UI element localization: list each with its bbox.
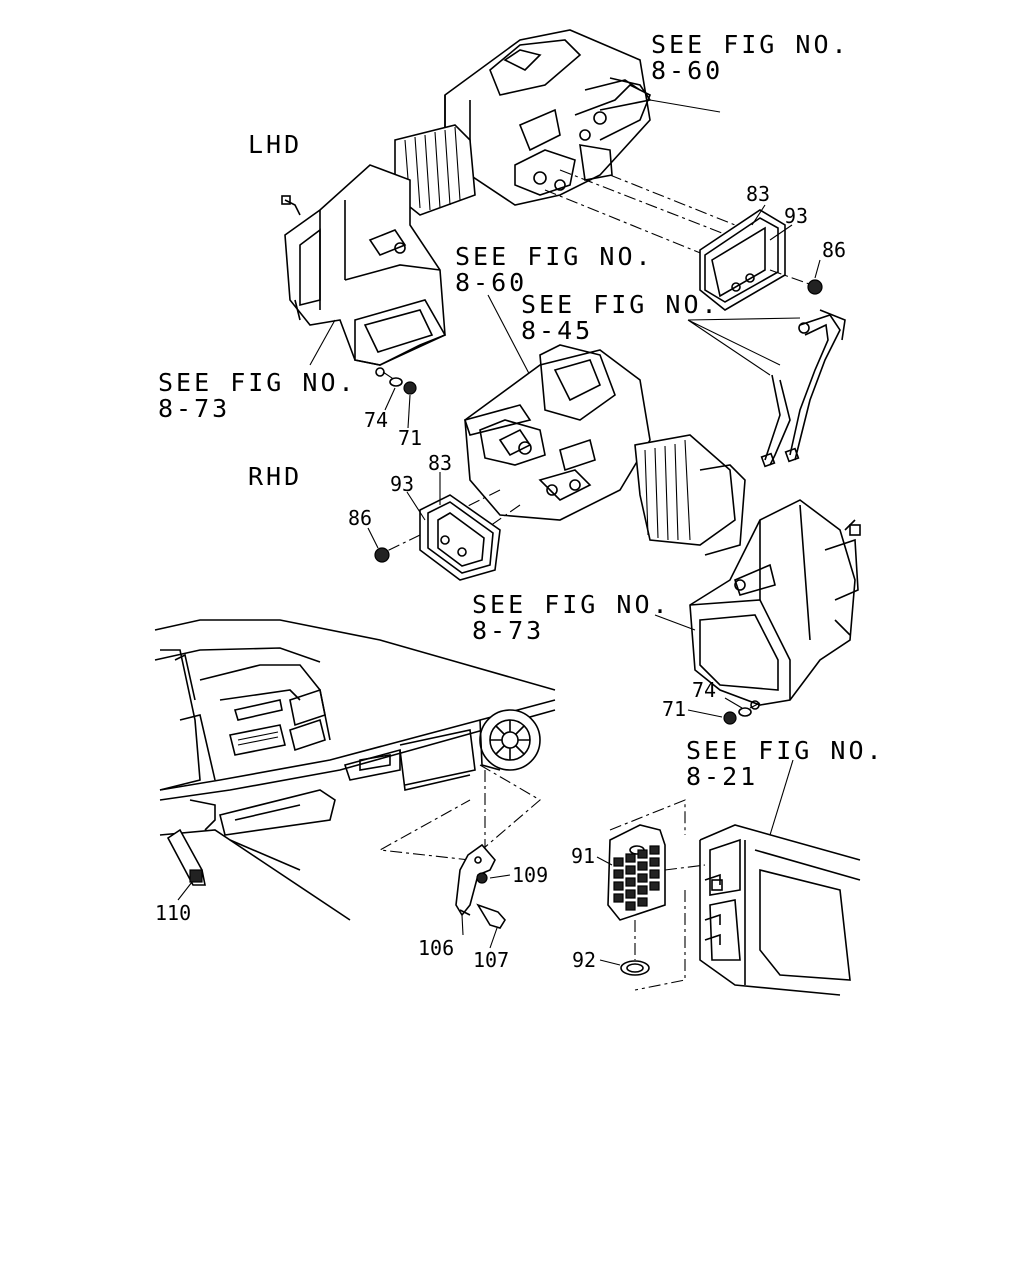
part-86-top: 86 xyxy=(822,238,847,262)
see-fig-ref-mid: 8-60 xyxy=(455,268,528,297)
lhd-blower-housing xyxy=(281,164,447,377)
see-fig-label-frame: SEE FIG NO. xyxy=(686,736,885,765)
see-fig-ref-right: 8-73 xyxy=(472,616,545,645)
part-92: 92 xyxy=(572,948,597,972)
see-fig-ref-frame: 8-21 xyxy=(686,762,759,791)
see-fig-label-mid: SEE FIG NO. xyxy=(455,242,654,271)
rhd-label: RHD xyxy=(248,462,303,491)
part-71-right: 71 xyxy=(662,697,687,721)
see-fig-ref-tubes: 8-45 xyxy=(521,316,594,345)
lhd-nut-washer xyxy=(382,371,417,395)
part-93-top: 93 xyxy=(784,204,809,228)
see-fig-ref-left: 8-73 xyxy=(158,394,231,423)
rhd-nut-washer xyxy=(723,702,761,725)
lhd-heater-unit xyxy=(394,29,761,266)
see-fig-label-tubes: SEE FIG NO. xyxy=(521,290,720,319)
part-71-left: 71 xyxy=(398,426,423,450)
instrument-panel xyxy=(154,619,556,921)
mount-bracket xyxy=(455,843,506,929)
part-83-mid: 83 xyxy=(428,451,453,475)
rhd-heater-unit xyxy=(439,344,746,556)
part-110-bracket xyxy=(166,828,206,886)
see-fig-label-top: SEE FIG NO. xyxy=(651,30,850,59)
part-74-left: 74 xyxy=(364,408,389,432)
part-91: 91 xyxy=(571,844,596,868)
part-74-right: 74 xyxy=(692,678,717,702)
heater-tubes xyxy=(760,309,846,468)
part-106: 106 xyxy=(418,936,455,960)
part-110: 110 xyxy=(155,901,192,925)
lhd-label: LHD xyxy=(248,130,303,159)
heater-case-frame xyxy=(699,824,861,996)
lhd-plate-assembly xyxy=(699,209,823,311)
rhd-plate-assembly xyxy=(374,494,501,581)
see-fig-label-right: SEE FIG NO. xyxy=(472,590,671,619)
part-83-top: 83 xyxy=(746,182,771,206)
filter-element xyxy=(607,799,706,991)
see-fig-label-left: SEE FIG NO. xyxy=(158,368,357,397)
rhd-blower-housing xyxy=(689,499,861,710)
filter-grid xyxy=(613,845,660,911)
part-107: 107 xyxy=(473,948,510,972)
part-109: 109 xyxy=(512,863,549,887)
part-86-mid: 86 xyxy=(348,506,373,530)
part-93-mid: 93 xyxy=(390,472,415,496)
see-fig-ref-top: 8-60 xyxy=(651,56,724,85)
